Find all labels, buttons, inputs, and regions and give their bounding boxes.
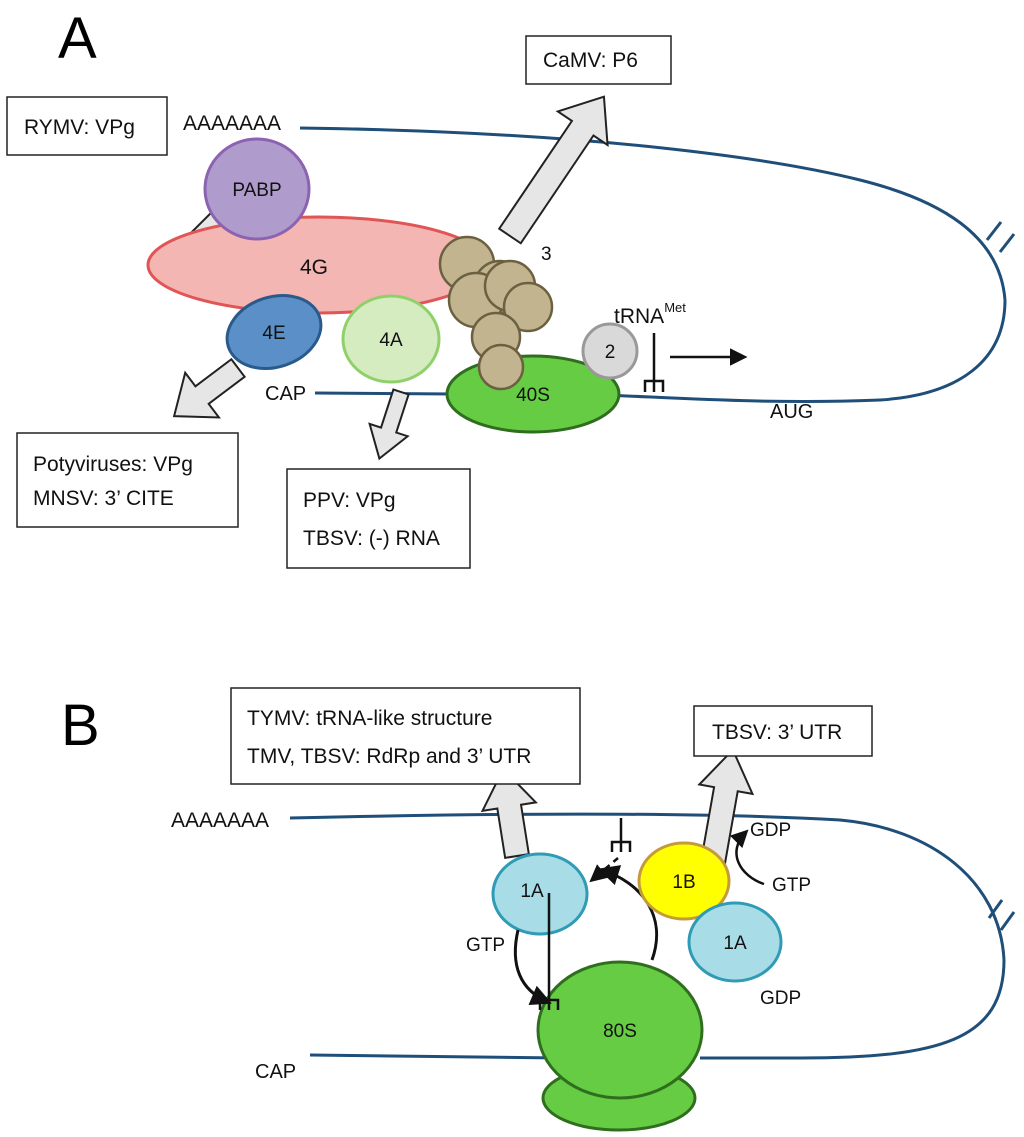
trna-dashed-arrow bbox=[589, 857, 619, 883]
box-tbsv-utr-text: TBSV: 3’ UTR bbox=[712, 721, 842, 744]
box-ppv-tbsv bbox=[286, 468, 471, 569]
eif4g-label: 4G bbox=[300, 256, 328, 279]
eif2-label: 2 bbox=[605, 342, 616, 363]
gdp-top-label: GDP bbox=[750, 820, 791, 841]
arrow-to-ppv bbox=[368, 388, 410, 461]
gtp-right-label: GTP bbox=[772, 875, 811, 896]
eef1a-right-ellipse bbox=[687, 901, 783, 983]
arrow-to-tbsv-utr bbox=[697, 748, 755, 872]
eif4a-ellipse bbox=[341, 294, 441, 384]
panel-a-loop-break bbox=[985, 221, 1016, 253]
trna-incoming-icon bbox=[610, 818, 632, 852]
panel-b-mrna-bottom bbox=[700, 959, 1006, 1060]
gtp-binding-arrow bbox=[513, 929, 552, 1006]
panel-b-mrna-top bbox=[289, 812, 1006, 961]
eif3-label: 3 bbox=[541, 244, 552, 265]
panel-a-cap-label: CAP bbox=[265, 383, 306, 405]
box-tbsv-neg-text: TBSV: (-) RNA bbox=[303, 527, 440, 550]
arrow-to-potyviruses bbox=[172, 357, 247, 419]
panel-b-loop-break bbox=[987, 899, 1016, 931]
gdp-release-arrow bbox=[729, 829, 765, 886]
panel-a-mrna-top bbox=[299, 126, 1007, 301]
box-tbsv-utr bbox=[693, 705, 873, 757]
box-tymv-tmv bbox=[230, 687, 581, 785]
eif4e-ellipse bbox=[225, 294, 323, 370]
pabp-label: PABP bbox=[232, 180, 281, 201]
panel-b-polya-label: AAAAAAA bbox=[171, 809, 269, 832]
pabp-ellipse bbox=[203, 137, 311, 241]
box-rymv-text: RYMV: VPg bbox=[24, 116, 135, 139]
panel-b-cap-label: CAP bbox=[255, 1061, 296, 1083]
box-tymv-text: TYMV: tRNA-like structure bbox=[247, 707, 492, 730]
box-potyviruses-text: Potyviruses: VPg bbox=[33, 453, 193, 476]
eef1a-right-label: 1A bbox=[723, 933, 747, 954]
box-rymv bbox=[6, 96, 168, 156]
eef1b-ellipse bbox=[637, 841, 731, 921]
arrow-to-tymv-tmv bbox=[480, 767, 538, 860]
box-mnsv-text: MNSV: 3’ CITE bbox=[33, 487, 174, 510]
trna-met-label: tRNAMet bbox=[614, 300, 686, 328]
box-tmv-tbsv-text: TMV, TBSV: RdRp and 3’ UTR bbox=[247, 745, 531, 768]
ribosome-80s-large-subunit bbox=[536, 960, 704, 1100]
box-camv-text: CaMV: P6 bbox=[543, 49, 638, 72]
panel-b-label: B bbox=[61, 693, 100, 758]
eef1b-label: 1B bbox=[672, 872, 695, 893]
arrow-to-camv bbox=[497, 95, 609, 245]
ribosome-80s-label: 80S bbox=[603, 1021, 637, 1042]
gdp-bottom-label: GDP bbox=[760, 988, 801, 1009]
eif3-cluster bbox=[438, 235, 554, 391]
box-potyviruses-mnsv bbox=[16, 432, 239, 528]
panel-a-mrna-bottom bbox=[314, 299, 1007, 403]
eif2-circle bbox=[581, 322, 639, 380]
gtp-left-label: GTP bbox=[466, 935, 505, 956]
eef1a-left-label: 1A bbox=[520, 881, 544, 902]
eef1a-left-ellipse bbox=[491, 852, 589, 936]
eif4a-label: 4A bbox=[379, 330, 403, 351]
panel-a-polya-label: AAAAAAA bbox=[183, 112, 281, 135]
trna-met-icon bbox=[643, 333, 665, 392]
ribosome-40s-label: 40S bbox=[516, 385, 550, 406]
box-ppv-text: PPV: VPg bbox=[303, 489, 396, 512]
panel-a-aug-label: AUG bbox=[770, 401, 813, 423]
box-camv bbox=[525, 35, 672, 85]
panel-b-mrna-left bbox=[309, 1053, 561, 1060]
eif4e-label: 4E bbox=[262, 323, 285, 344]
panel-a-label: A bbox=[58, 6, 97, 71]
